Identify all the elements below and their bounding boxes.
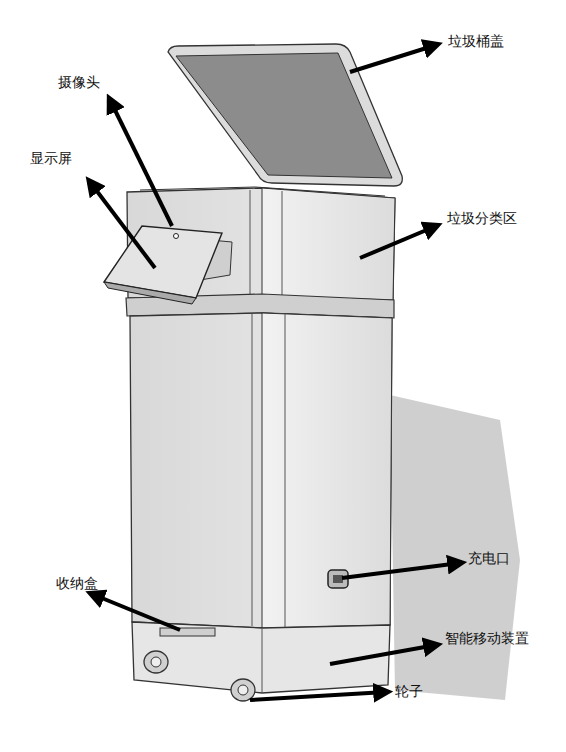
leader-arrow — [360, 226, 436, 258]
storage-box — [160, 628, 215, 636]
lower-body — [130, 313, 392, 628]
lid-top — [176, 53, 392, 178]
camera — [174, 234, 179, 239]
leader-arrow — [342, 563, 460, 578]
shadow — [390, 395, 520, 700]
part-label: 显示屏 — [30, 150, 72, 167]
screen-edge — [104, 282, 196, 304]
mobile-base — [132, 622, 390, 693]
part-label: 收纳盒 — [56, 575, 98, 592]
part-label: 轮子 — [395, 683, 423, 700]
part-label: 智能移动装置 — [445, 630, 529, 647]
base-edge — [262, 628, 263, 693]
charging-port-socket — [333, 575, 343, 583]
leader-arrow — [110, 100, 172, 226]
wheel-hub — [238, 685, 248, 695]
part-label: 垃圾分类区 — [447, 210, 517, 227]
leader-arrow — [90, 182, 155, 268]
part-label: 充电口 — [468, 550, 510, 567]
wheel — [231, 679, 255, 701]
leader-arrow — [350, 45, 436, 72]
leader-arrow — [92, 594, 180, 630]
wheel — [144, 651, 168, 673]
part-label: 摄像头 — [58, 74, 100, 91]
part-label: 垃圾桶盖 — [448, 33, 504, 50]
leader-arrows — [90, 45, 460, 700]
lower-body-face — [262, 313, 392, 628]
leader-arrow — [330, 645, 436, 664]
wheel-hub — [151, 657, 161, 667]
corner-edge — [252, 314, 285, 627]
top-rim — [140, 187, 385, 196]
leader-arrow — [250, 692, 386, 700]
corner-edge — [250, 190, 282, 297]
